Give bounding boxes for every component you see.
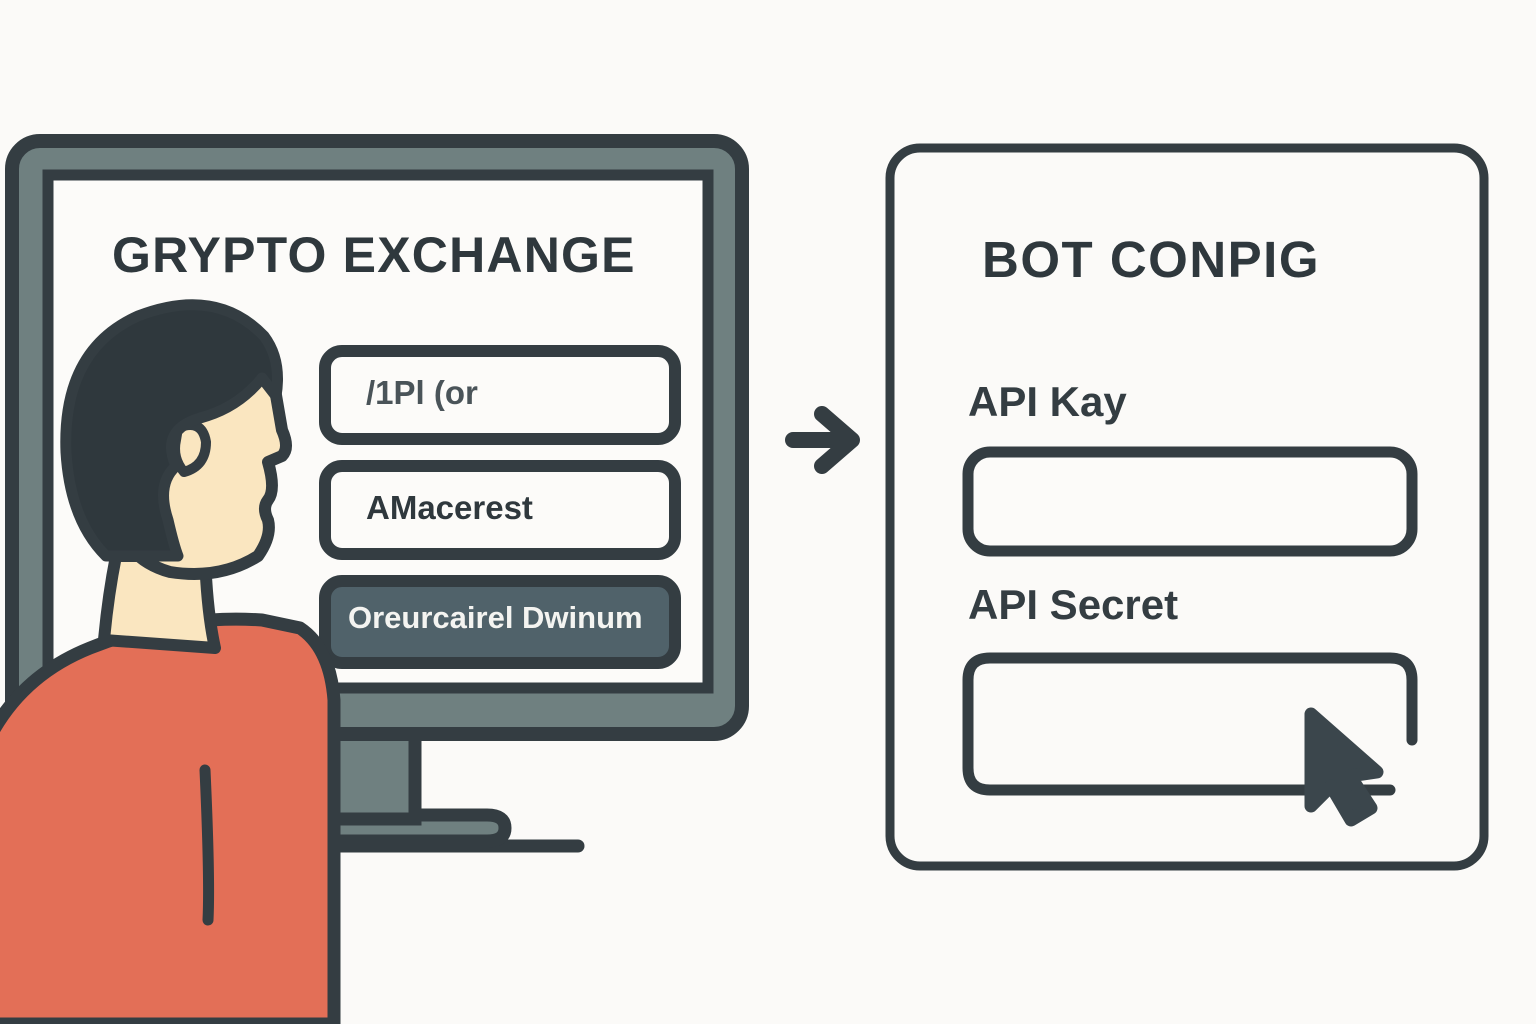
arrow-head: [814, 406, 860, 474]
mouse-cursor: [1304, 707, 1384, 827]
bot-config-panel: [885, 143, 1489, 871]
flow-arrow: [785, 406, 860, 474]
bot-config-frame: [885, 143, 1489, 871]
shirt-seam: [199, 764, 215, 926]
shirt: [0, 612, 341, 1024]
hair: [60, 299, 283, 562]
monitor-stand-neck: [324, 726, 422, 826]
exchange-api-key-field[interactable]: [319, 345, 681, 445]
monitor: [5, 134, 749, 853]
user-figure: [0, 299, 341, 1024]
exchange-api-secret-field[interactable]: [319, 460, 681, 560]
cursor-arrow-icon: [1304, 707, 1384, 827]
api-key-input[interactable]: [962, 446, 1418, 557]
exchange-generate-button[interactable]: [319, 575, 681, 669]
api-secret-input[interactable]: [962, 652, 1418, 796]
